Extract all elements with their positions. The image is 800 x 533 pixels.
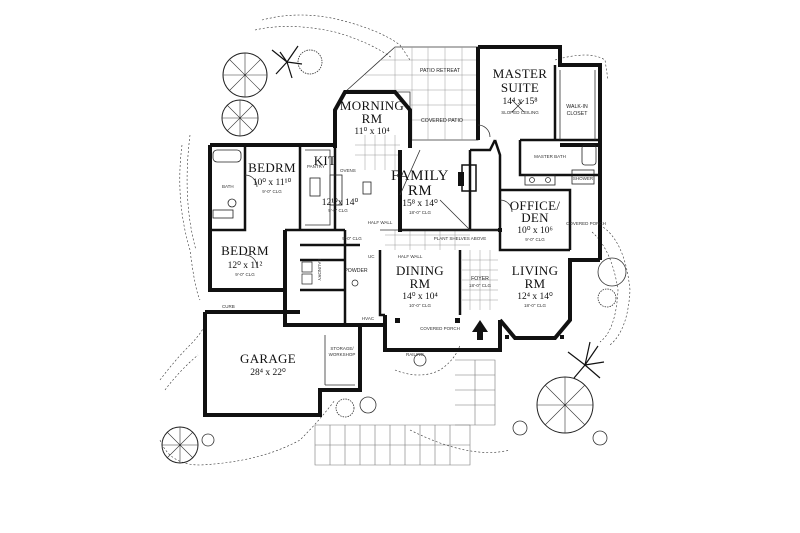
family-rm-label: RM <box>408 183 432 199</box>
family-rm-label: FAMILY <box>391 168 449 184</box>
shrub-icon <box>413 353 427 367</box>
garage-dim: 28⁴ x 22⁰ <box>250 367 286 378</box>
bedrm-lower-dim: 12⁰ x 11² <box>228 260 263 271</box>
master-suite-dim: 14⁴ x 15⁸ <box>502 97 537 107</box>
shrub-icon <box>335 398 355 418</box>
dryer-icon <box>301 273 313 285</box>
palm-icon <box>567 341 605 379</box>
half-wall-label: HALF WALL <box>368 220 393 225</box>
palm-icon <box>271 45 303 79</box>
plant-shelf-label: PLANT SHELVES ABOVE <box>434 236 487 241</box>
morning-rm-dim: 11⁰ x 10⁴ <box>354 126 390 137</box>
family-rm-dim: 15⁸ x 14⁰ <box>402 198 438 209</box>
walk-in-closet-label: CLOSET <box>567 111 589 117</box>
storage-label: WORKSHOP <box>329 352 356 357</box>
dining-rm-label: RM <box>410 276 431 291</box>
shrub-icon <box>201 433 215 447</box>
sloped-ceiling-label: SLOPED CEILING <box>501 110 539 115</box>
kit-label: KIT <box>314 153 337 168</box>
office-den-label: DEN <box>521 210 549 225</box>
shrub-icon <box>592 430 608 446</box>
bedrm-lower-label: BEDRM <box>221 243 269 258</box>
toilet-icon <box>227 198 237 208</box>
powder-label: POWDER <box>344 268 368 274</box>
morning-rm-label: MORNING <box>340 98 404 113</box>
half-wall-label: HALF WALL <box>398 254 423 259</box>
dining-rm-clg: 10'-0" CLG <box>409 303 431 308</box>
dining-rm-dim: 14⁰ x 10⁴ <box>402 291 438 302</box>
storage-label: STORAGE/ <box>330 346 354 351</box>
railing-label: RAILING <box>406 352 425 357</box>
clg-label: 9'-0" CLG <box>342 236 362 241</box>
sink-icon <box>362 181 372 195</box>
kit-dim: 12¹⁰x 14⁰ <box>322 197 359 208</box>
kit-clg: 9'-0" CLG <box>328 208 348 213</box>
garage-label: GARAGE <box>240 351 296 366</box>
walk-in-closet-label: WALK-IN <box>566 104 588 110</box>
bedrm-upper-clg: 9'-0" CLG <box>262 189 282 194</box>
landscaping <box>159 14 631 466</box>
tile-floors <box>355 135 498 310</box>
shrub-icon <box>512 420 528 436</box>
office-den-label: OFFICE/ <box>510 198 561 213</box>
bedrm-upper-dim: 10⁰ x 11¹⁰ <box>253 177 292 188</box>
vanity-icon <box>212 209 234 219</box>
covered-patio-label: COVERED PATIO <box>421 118 463 124</box>
vanity-icon <box>524 174 556 186</box>
morning-rm-label: RM <box>362 111 383 126</box>
covered-porch-front-label: COVERED PORCH <box>420 326 460 331</box>
range-icon <box>309 177 321 197</box>
bedrm-upper-label: BEDRM <box>248 160 296 175</box>
foyer-label: FOYER <box>471 276 489 282</box>
living-rm-clg: 18'-0" CLG <box>524 303 546 308</box>
master-suite-label: MASTER <box>493 66 548 81</box>
dining-rm-label: DINING <box>396 263 444 278</box>
ovens-label: OVENS <box>340 168 356 173</box>
bedrm-lower-clg: 9'-0" CLG <box>235 272 255 277</box>
bathtub-icon <box>212 149 242 163</box>
living-rm-label: LIVING <box>512 263 559 278</box>
toilet-icon <box>351 279 359 287</box>
exterior-walls <box>203 45 602 417</box>
entry-arrow-icon <box>472 320 488 340</box>
covered-porch-side-label: COVERED PORCH <box>566 221 606 226</box>
patio-retreat-label: PATIO RETREAT <box>420 68 461 74</box>
pantry-label: PANTRY <box>307 164 325 169</box>
fixtures <box>212 70 597 386</box>
shower-icon <box>571 169 595 185</box>
office-den-clg: 9'-0" CLG <box>525 237 545 242</box>
master-suite-label: SUITE <box>501 80 539 95</box>
shrub-icon <box>359 396 377 414</box>
living-rm-dim: 12⁴ x 14⁰ <box>517 291 553 302</box>
bath-label: BATH <box>222 184 234 189</box>
paving <box>314 359 496 466</box>
master-bath-label: MASTER BATH <box>534 154 566 159</box>
living-rm-label: RM <box>525 276 546 291</box>
laundry-label: LAUNDRY <box>317 259 322 280</box>
hvac-label: HVAC <box>362 316 375 321</box>
foyer-clg: 18'-0" CLG <box>469 283 491 288</box>
uc-label: UC <box>368 254 375 259</box>
shower-label: SHOWER <box>573 176 594 181</box>
washer-icon <box>301 261 313 273</box>
tub-icon <box>581 144 597 166</box>
shrub-icon <box>297 49 323 75</box>
office-den-dim: 10⁰ x 10⁶ <box>517 225 553 236</box>
shrub-icon <box>597 257 627 287</box>
curb-label: CURB <box>222 304 235 309</box>
shrub-icon <box>597 288 617 308</box>
room-labels: MASTER SUITE 14⁴ x 15⁸ SLOPED CEILING WA… <box>221 66 606 378</box>
family-rm-clg: 18'-0" CLG <box>409 210 431 215</box>
